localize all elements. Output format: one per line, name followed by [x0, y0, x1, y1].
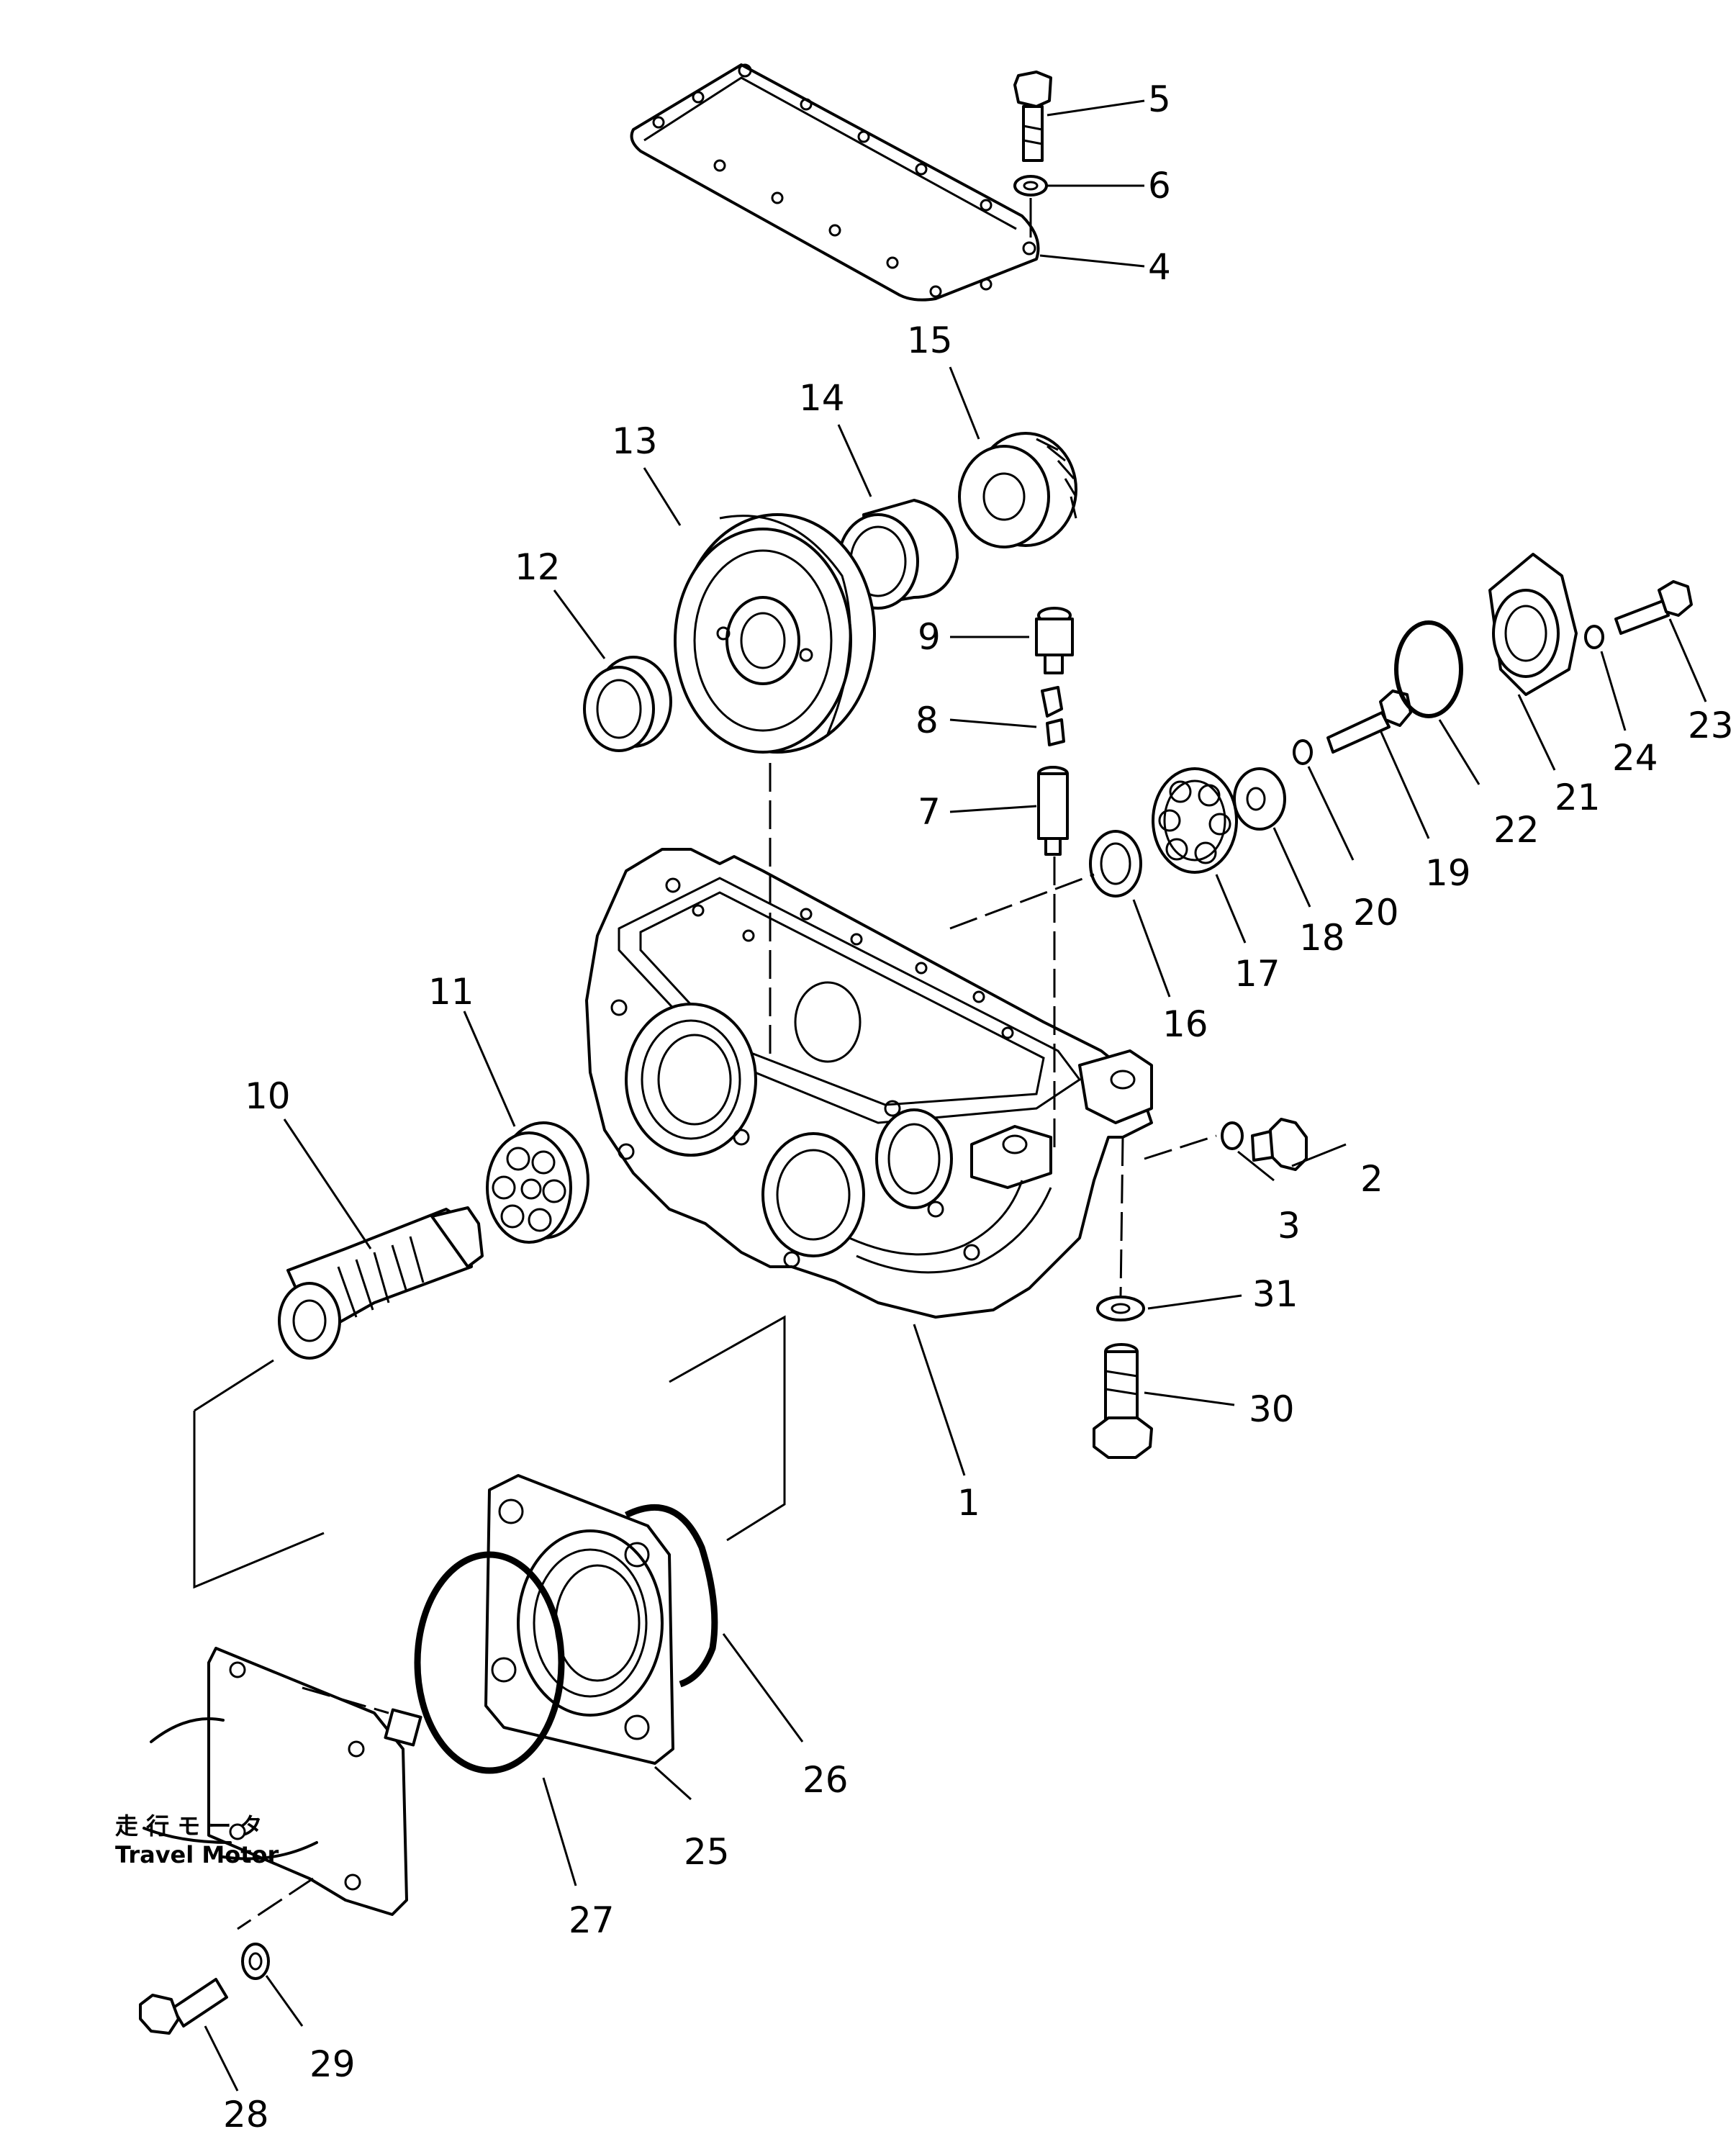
- callout-numbers: 1 2 3 4 5 6 7 8 9 10 11 12 13 14 15 16 1…: [223, 78, 1734, 2129]
- washer-part-29: [241, 1943, 270, 1980]
- plug-part-9: [1035, 607, 1074, 674]
- callout-2: 2: [1360, 1158, 1383, 1200]
- caption-japanese: 走 行 モ ー タ: [115, 1812, 263, 1840]
- callout-4: 4: [1148, 246, 1171, 288]
- callout-12: 12: [515, 546, 561, 588]
- washer-part-20: [1293, 739, 1313, 765]
- callout-17: 17: [1234, 953, 1280, 995]
- callout-25: 25: [684, 1831, 730, 1873]
- o-ring-part-27: [414, 1551, 565, 1774]
- washer-part-24: [1584, 625, 1604, 649]
- washer-part-31: [1096, 1296, 1145, 1321]
- shaft-part-10: [278, 1206, 484, 1360]
- callout-22: 22: [1493, 809, 1540, 851]
- callout-31: 31: [1252, 1273, 1298, 1315]
- gear-part-15: [958, 432, 1077, 548]
- caption-english: Travel Motor: [115, 1841, 279, 1868]
- callout-28: 28: [223, 2094, 269, 2129]
- callout-14: 14: [799, 377, 845, 419]
- seal-part-16: [1089, 830, 1142, 898]
- travel-motor-caption: 走 行 モ ー タ Travel Motor: [115, 1812, 279, 1868]
- plug-part-2: [1251, 1118, 1308, 1171]
- callout-18: 18: [1299, 917, 1345, 959]
- flange-part-21: [1488, 553, 1578, 696]
- bolt-part-30: [1093, 1343, 1153, 1459]
- callout-21: 21: [1555, 777, 1601, 818]
- callout-30: 30: [1249, 1388, 1295, 1430]
- washer-part-18: [1233, 767, 1286, 831]
- bearing-part-17: [1152, 767, 1238, 874]
- spacer-part-7: [1037, 766, 1069, 856]
- flange-plate-part-25: [484, 1474, 674, 1765]
- callout-26: 26: [803, 1759, 849, 1801]
- callout-11: 11: [428, 971, 474, 1013]
- callout-13: 13: [612, 420, 658, 462]
- assembly-lines: [193, 198, 1217, 1930]
- washer-part-6: [1013, 175, 1048, 196]
- callout-9: 9: [918, 616, 941, 658]
- callout-27: 27: [569, 1899, 615, 1941]
- o-ring-part-22: [1394, 620, 1463, 718]
- bolt-part-5: [1013, 71, 1052, 162]
- bolt-part-23: [1614, 580, 1693, 635]
- leader-lines: [204, 99, 1707, 2092]
- bolt-part-19: [1326, 690, 1412, 754]
- gear-case-part-1: [585, 848, 1153, 1319]
- travel-motor-part: [143, 1647, 422, 1916]
- callout-24: 24: [1612, 737, 1658, 779]
- callout-5: 5: [1148, 78, 1171, 120]
- callout-1: 1: [957, 1482, 980, 1524]
- gear-part-13: [674, 513, 876, 754]
- callout-10: 10: [245, 1075, 291, 1117]
- pin-part-8: [1041, 686, 1065, 746]
- callout-16: 16: [1162, 1003, 1208, 1045]
- o-ring-part-3: [1221, 1121, 1244, 1150]
- o-ring-part-26: [624, 1504, 718, 1688]
- callout-23: 23: [1688, 705, 1734, 746]
- callout-19: 19: [1425, 852, 1471, 894]
- callout-29: 29: [309, 2043, 356, 2085]
- callout-3: 3: [1278, 1205, 1301, 1247]
- bearing-part-12: [583, 656, 672, 752]
- cover-plate-part: [630, 63, 1040, 302]
- callout-7: 7: [918, 791, 941, 833]
- bearing-part-11: [486, 1121, 589, 1244]
- callout-20: 20: [1353, 892, 1399, 934]
- callout-15: 15: [907, 320, 953, 361]
- callout-8: 8: [916, 700, 939, 741]
- bolt-part-28: [139, 1978, 228, 2035]
- callout-6: 6: [1148, 165, 1171, 207]
